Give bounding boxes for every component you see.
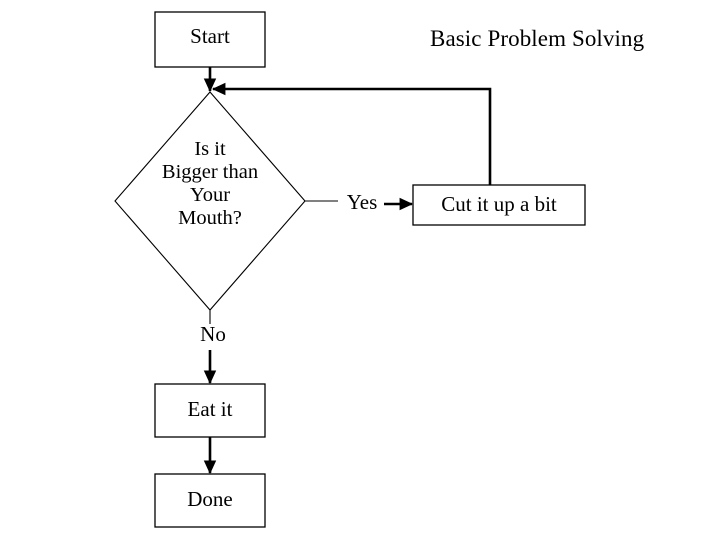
node-decision-shape[interactable] — [114, 91, 306, 311]
node-cut-shape[interactable] — [412, 184, 586, 226]
node-done-shape[interactable] — [154, 473, 266, 528]
edge-cut-to-decision-feedback — [211, 82, 492, 185]
node-eat-shape[interactable] — [154, 383, 266, 438]
node-start-shape[interactable] — [154, 11, 266, 68]
